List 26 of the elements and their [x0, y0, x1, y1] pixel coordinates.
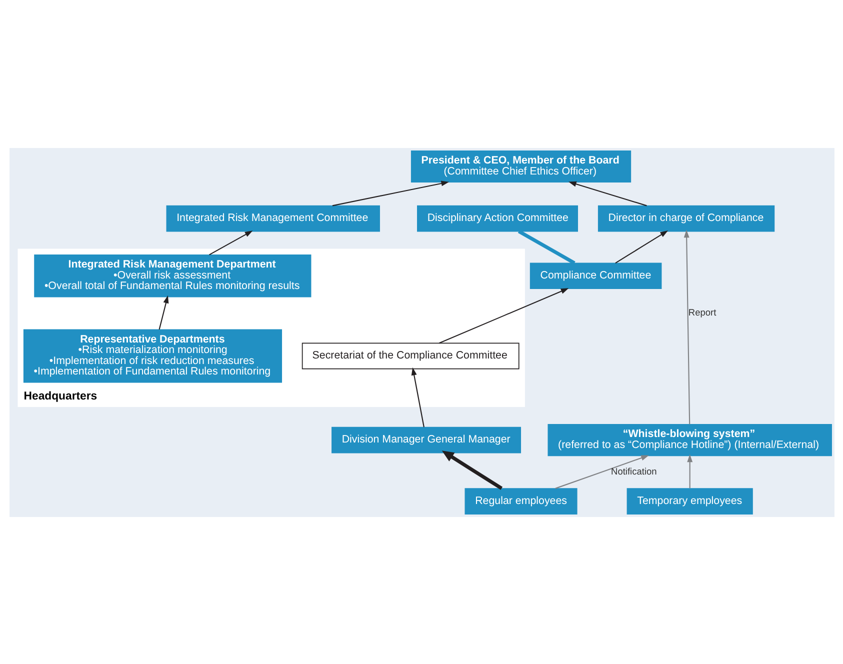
node-box: Regular employees: [464, 488, 577, 514]
edge-label: Report: [688, 307, 716, 318]
node-box: Division Manager General Manager: [331, 426, 521, 453]
arrow: [683, 229, 690, 424]
arrow: [568, 180, 646, 206]
edge-label: Notification: [610, 466, 656, 476]
node-box: President & CEO, Member of the Board (Committee Chief Ethics Officer): [410, 150, 631, 182]
node-box: Disciplinary Action Committee: [416, 204, 578, 232]
arrow: [410, 366, 424, 427]
connector: [517, 229, 575, 264]
node-box: Integrated Risk Management Committee: [166, 204, 380, 232]
arrow: [686, 454, 692, 488]
arrow: [614, 230, 668, 263]
node-box: Temporary employees: [626, 488, 752, 514]
node-box: Director in charge of Compliance: [597, 204, 774, 232]
arrow: [158, 294, 168, 330]
node-box: Secretariat of the Compliance Committee: [301, 342, 519, 369]
node-box: Compliance Committee: [529, 262, 662, 289]
node-box: Representative Departments •Risk materialization monitoring •Implementation of risk reduction measures •Implementation of Fundamental Rules monitoring: [22, 328, 282, 382]
arrow: [208, 230, 252, 255]
arrow: [441, 450, 502, 490]
arrow: [554, 454, 648, 488]
arrow: [332, 180, 449, 206]
node-box: “Whistle-blowing system” (referred to as “Compliance Hotline”) (Internal/External): [547, 424, 832, 456]
arrow: [438, 288, 568, 344]
node-box: Integrated Risk Management Department •Overall risk assessment •Overall total of Fundamental Rules monitoring results: [34, 254, 311, 297]
